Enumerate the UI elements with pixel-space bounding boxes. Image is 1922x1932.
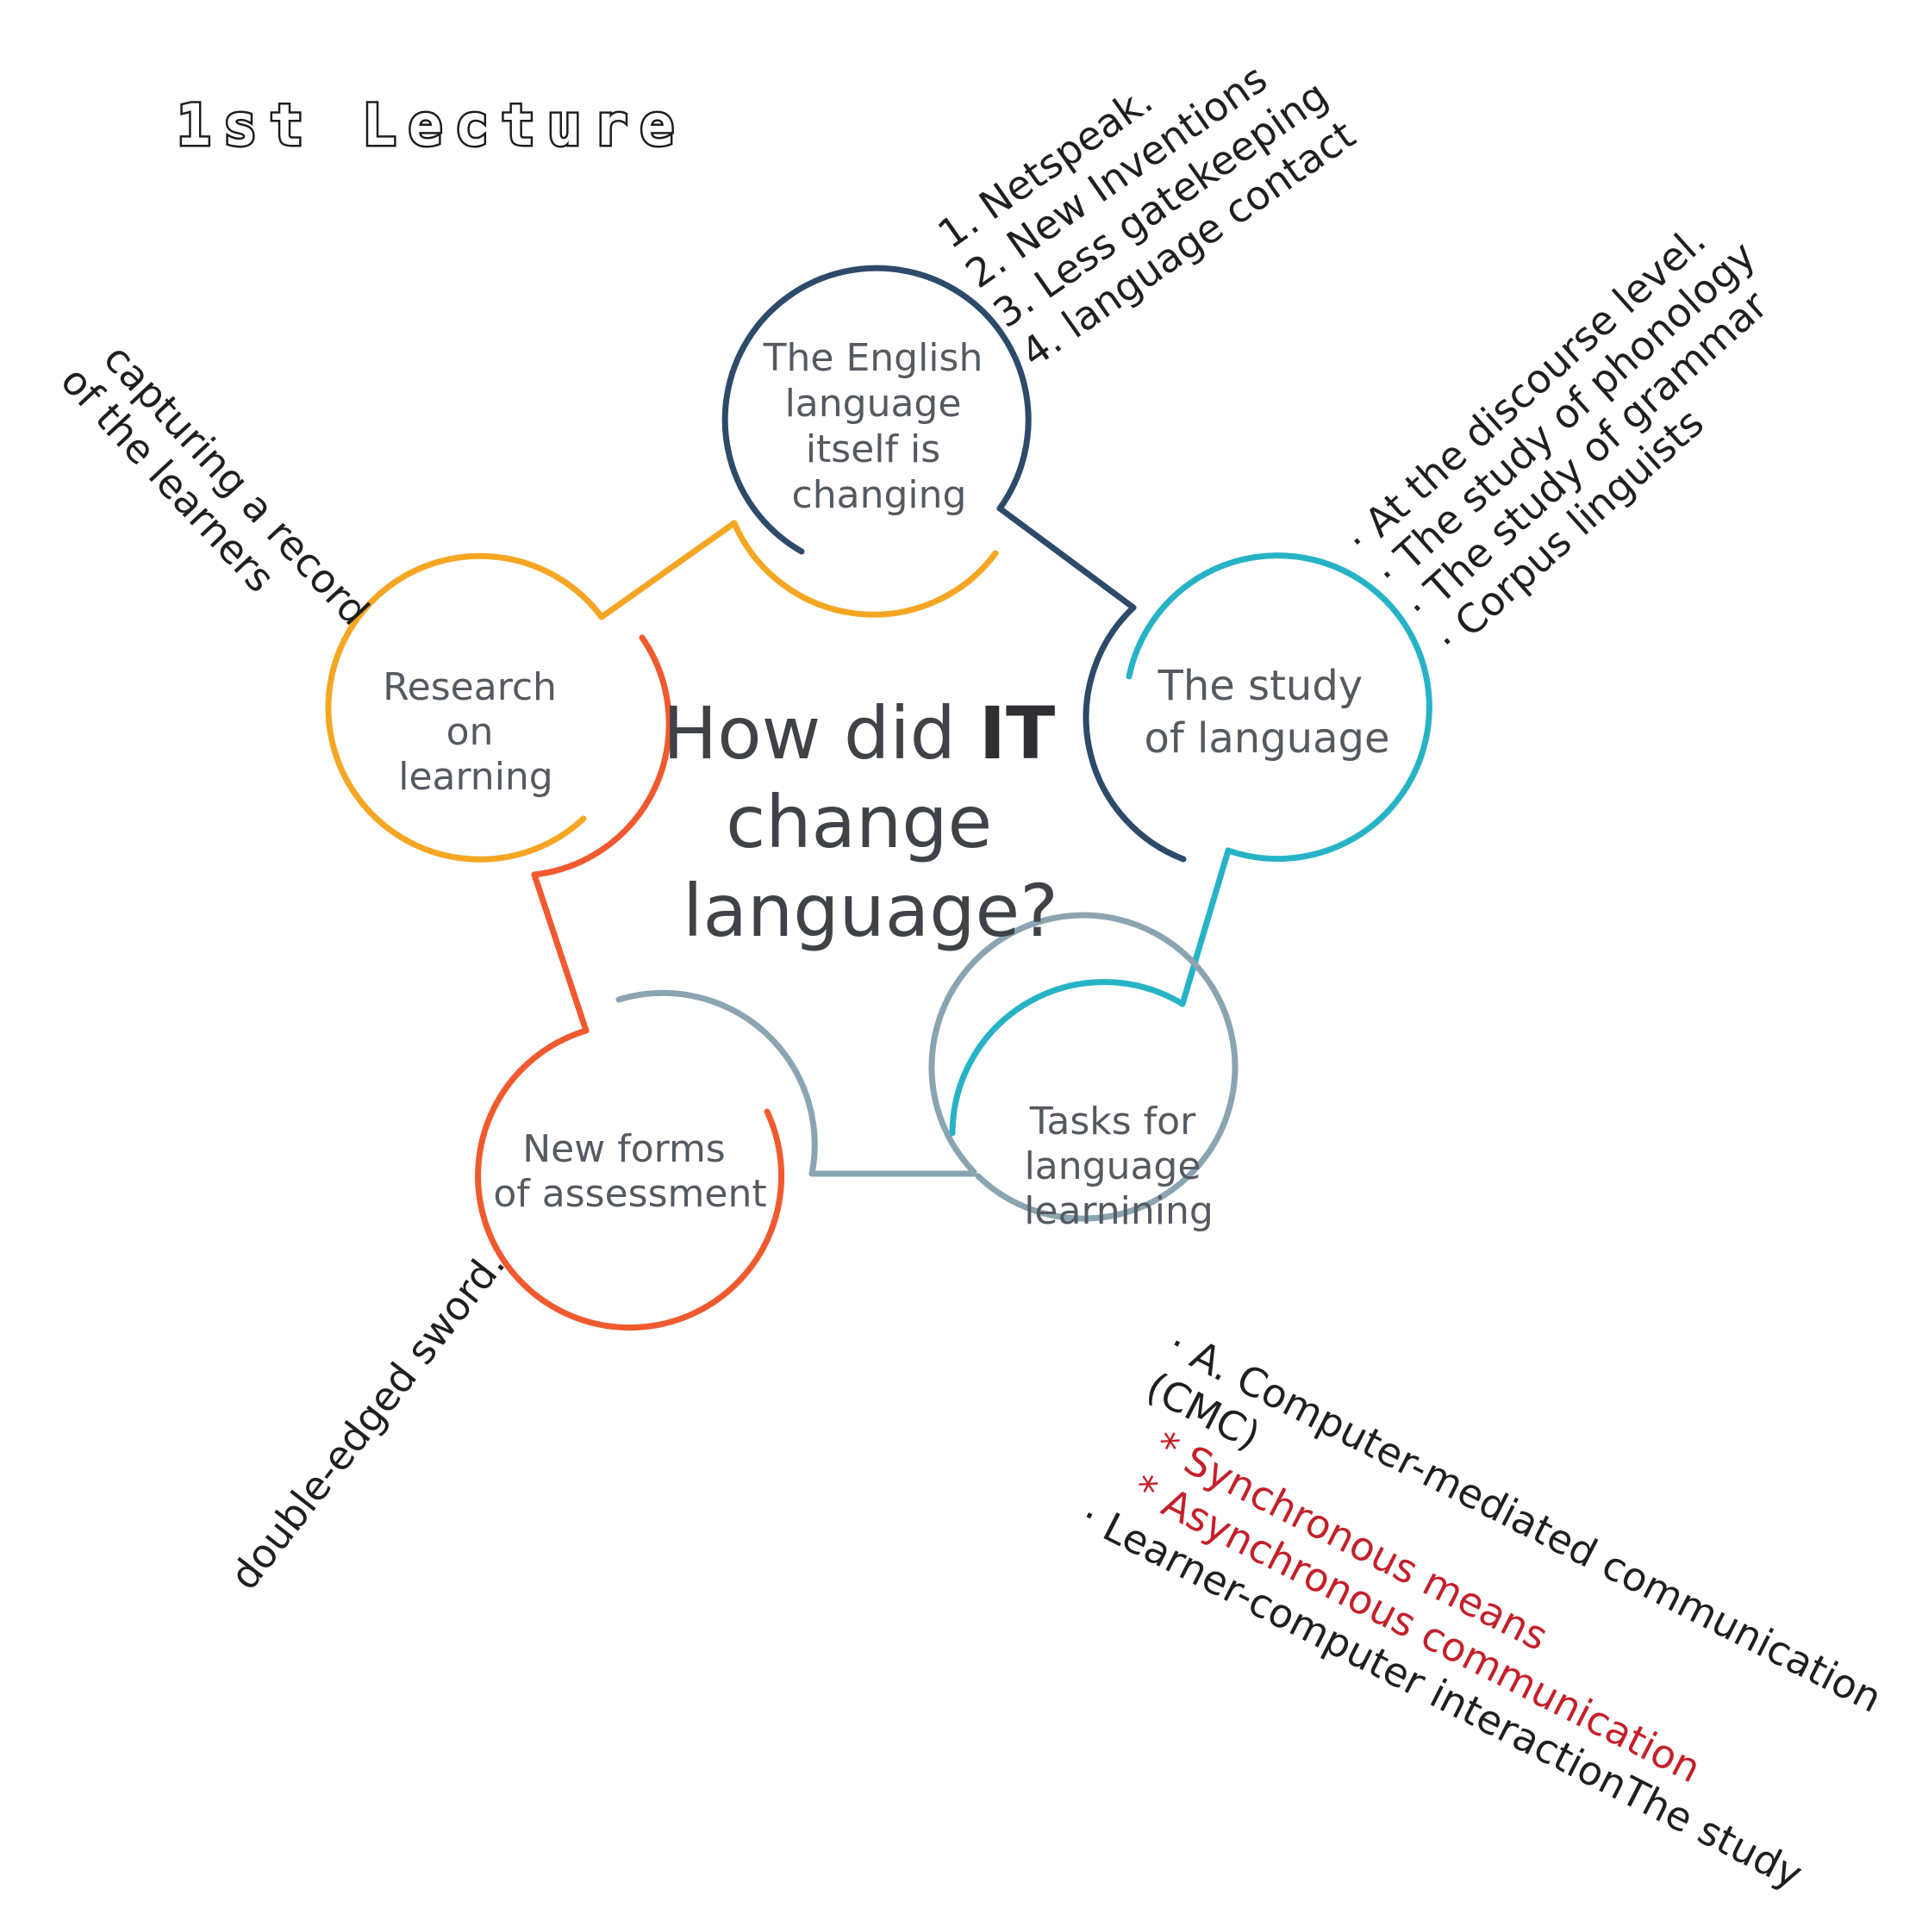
center-question-line2: change [726,780,992,864]
notes-assessment: double-edged sword. [221,1241,514,1599]
node-assessment-label: New forms of assessment [493,1127,766,1216]
lecture-title: 1st Lecture [177,92,686,159]
study-circle [1126,552,1432,863]
center-question: How did IT change language? [663,691,1078,953]
svg-text:double-edged sword.: double-edged sword. [221,1241,514,1599]
assessment-circle [475,1027,785,1331]
center-question-prefix: How did [663,691,979,776]
notes-study: · At the discourse level. · The study of… [1337,216,1776,663]
node-tasks-label: Tasks for language learnining [1024,1100,1214,1233]
node-research-label: Research on learning [383,665,569,799]
tasks-inner-arc [949,979,1186,1137]
svg-text:capturing a record: capturing a record [95,335,378,634]
center-question-bold: IT [979,691,1056,776]
notes-research: capturing a record of the learners [52,335,378,634]
center-question-line3: language? [683,869,1058,953]
tasks-circle [928,912,1239,1222]
connector-study-tasks [1179,847,1232,1007]
svg-text:· Learner-computer interactio: · Learner-computer interactionThe study [1073,1492,1810,1898]
research-inner-arc [531,634,672,878]
node-english-label: The English language itself is changing [763,336,995,517]
assessment-inner-arc [615,989,818,1177]
research-circle [325,552,605,863]
connector-research-english [598,520,738,620]
english-circle [721,265,1032,555]
study-inner-arc [1083,604,1187,863]
notes-tasks: · A. Computer-mediated communication (CM… [1073,1320,1889,1898]
connector-assessment-research [531,871,590,1034]
english-inner-arc [731,520,999,618]
svg-text:* Asynchronous communication: * Asynchronous communication [1126,1465,1708,1792]
node-study-label: The study of language [1145,662,1390,763]
cycle-diagram [325,265,1432,1331]
connector-english-study [996,505,1137,611]
